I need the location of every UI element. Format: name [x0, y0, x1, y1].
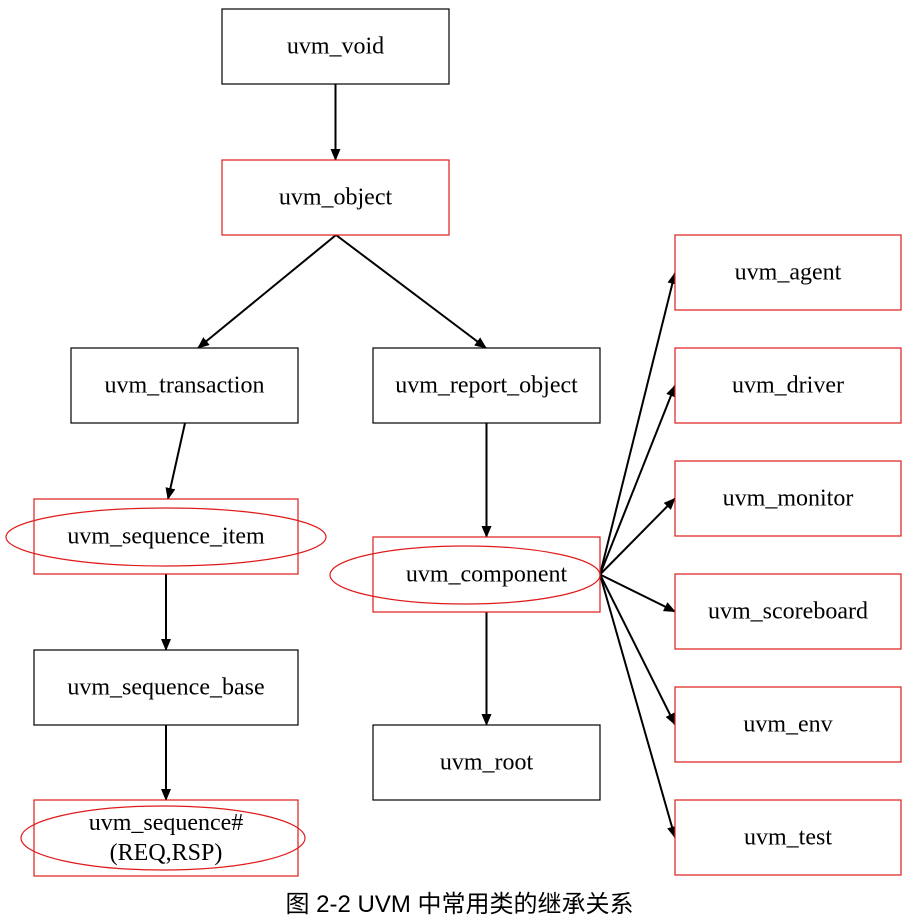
node-box: [674, 799, 902, 876]
edge-uvm_component-to-uvm_test: [599, 574, 677, 839]
node-label: uvm_transaction: [105, 373, 265, 399]
node-uvm-env: uvm_env: [674, 686, 902, 763]
node-box: [674, 686, 902, 763]
node-uvm-monitor: uvm_monitor: [674, 460, 902, 537]
node-label: uvm_root: [440, 750, 534, 776]
node-label: uvm_test: [744, 825, 832, 851]
node-label: uvm_component: [406, 562, 568, 588]
node-uvm-void: uvm_void: [221, 8, 450, 85]
class-inheritance-diagram: uvm_void uvm_object uvm_transaction uvm_rep…: [5, 8, 902, 877]
node-uvm-sequence-item: uvm_sequence_item: [5, 498, 327, 575]
node-label: uvm_sequence_item: [67, 524, 265, 550]
highlight-ellipse: [5, 507, 327, 567]
highlight-ellipse: [20, 805, 306, 871]
edge-uvm_component-to-uvm_env: [599, 574, 676, 726]
node-box: [221, 159, 450, 236]
node-box: [372, 724, 601, 801]
edge-uvm_component-to-uvm_driver: [599, 384, 676, 575]
node-uvm-sequence-base: uvm_sequence_base: [33, 649, 299, 726]
node-box: [372, 536, 601, 613]
node-uvm-root: uvm_root: [372, 724, 601, 801]
edge-uvm_component-to-uvm_monitor: [599, 497, 676, 576]
node-uvm-sequence: uvm_sequence# (REQ,RSP): [20, 799, 306, 877]
node-uvm-driver: uvm_driver: [674, 347, 902, 424]
node-label: uvm_sequence#: [89, 810, 244, 836]
figure-caption: 图 2-2 UVM 中常用类的继承关系: [285, 891, 634, 918]
node-box: [674, 460, 902, 537]
node-label: uvm_driver: [732, 373, 844, 399]
node-box: [674, 347, 902, 424]
node-uvm-report-object: uvm_report_object: [372, 347, 601, 424]
node-label: uvm_agent: [735, 260, 842, 286]
node-box: [70, 347, 299, 424]
edge-uvm_component-to-uvm_scoreboard: [599, 573, 676, 613]
edge-uvm_transaction-to-uvm_sequence_item: [165, 422, 186, 500]
node-box: [33, 649, 299, 726]
node-uvm-test: uvm_test: [674, 799, 902, 876]
node-box: [372, 347, 601, 424]
node-label: uvm_void: [287, 34, 384, 60]
node-box: [674, 573, 902, 650]
edge-uvm_object-to-uvm_report_object: [335, 234, 487, 349]
node-label: uvm_object: [279, 185, 393, 211]
node-uvm-scoreboard: uvm_scoreboard: [674, 573, 902, 650]
node-uvm-agent: uvm_agent: [674, 234, 902, 311]
highlight-ellipse: [329, 545, 601, 605]
node-uvm-object: uvm_object: [221, 159, 450, 236]
node-label: uvm_monitor: [723, 486, 854, 512]
node-label: uvm_env: [743, 712, 832, 738]
node-label: uvm_sequence_base: [67, 675, 264, 701]
node-box: [674, 234, 902, 311]
node-label: uvm_scoreboard: [708, 599, 868, 625]
node-label: (REQ,RSP): [110, 840, 223, 866]
edge-uvm_object-to-uvm_transaction: [197, 234, 337, 349]
edge-uvm_component-to-uvm_agent: [599, 272, 678, 575]
node-label: uvm_report_object: [395, 373, 578, 399]
node-box: [221, 8, 450, 85]
node-uvm-transaction: uvm_transaction: [70, 347, 299, 424]
node-uvm-component: uvm_component: [329, 536, 601, 613]
